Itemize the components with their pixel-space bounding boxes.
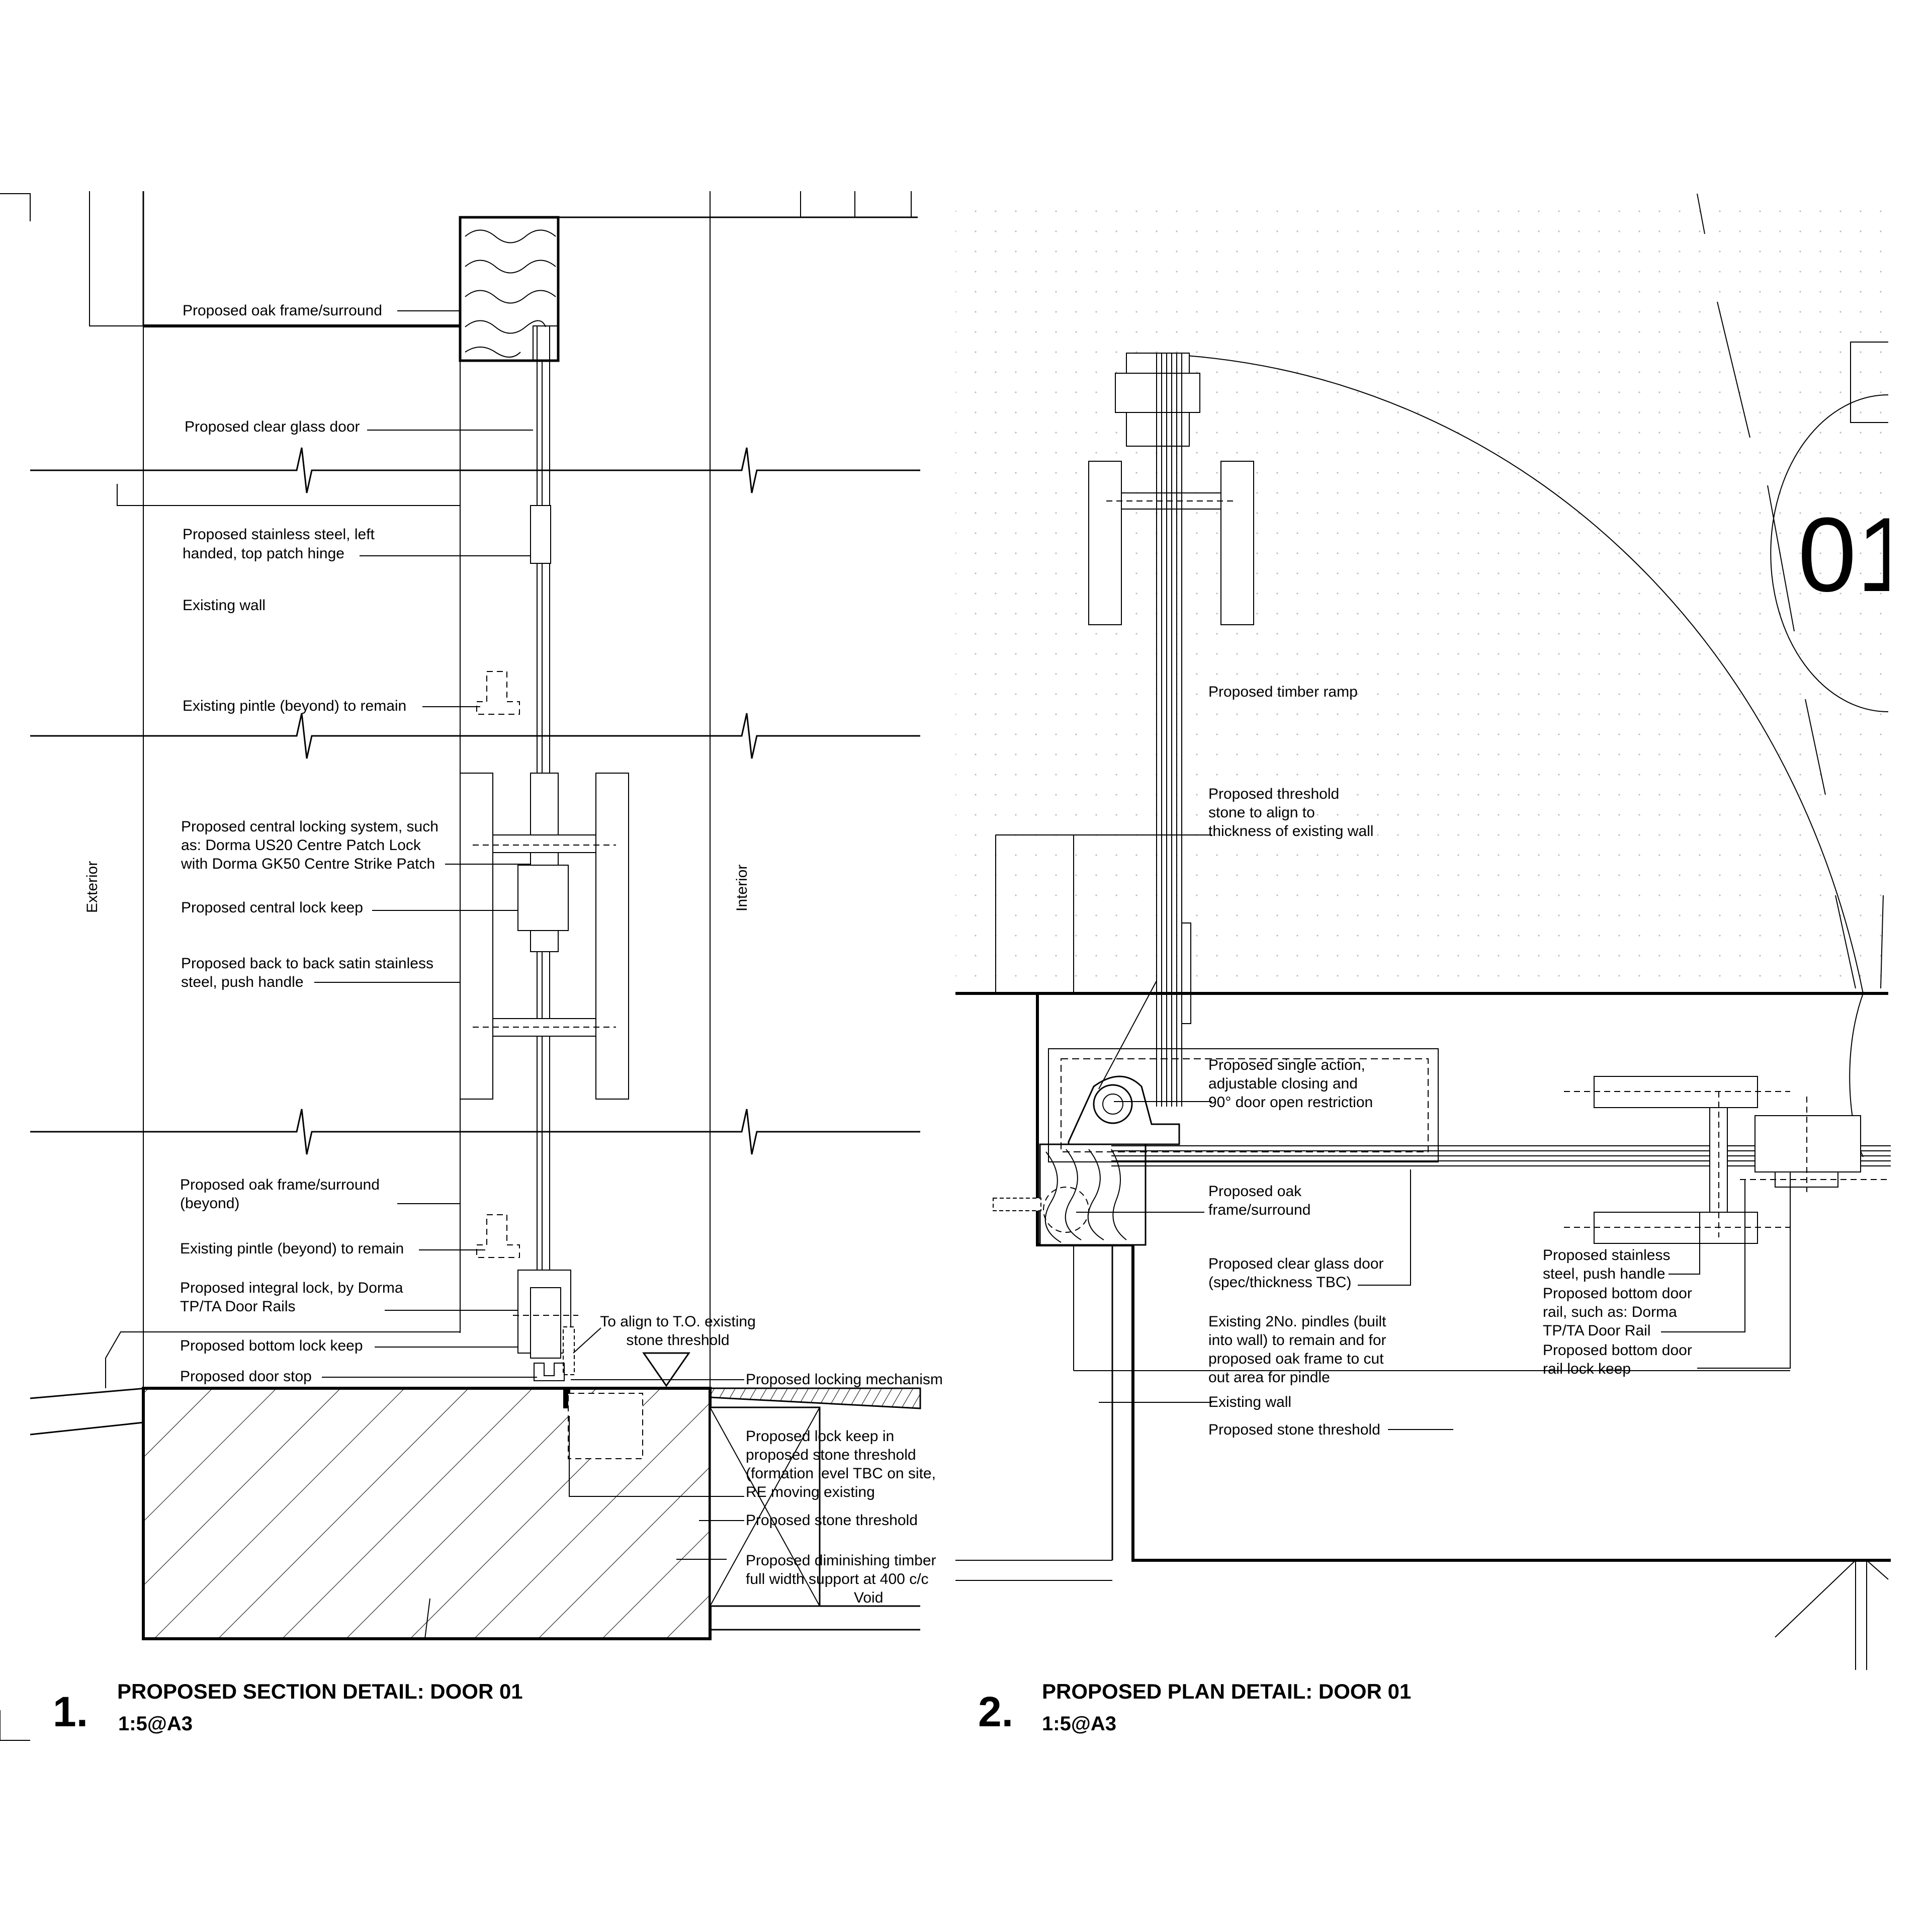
- section-note: Proposed locking mechanism: [746, 1371, 943, 1388]
- interior-label: Interior: [734, 865, 750, 911]
- section-note: handed, top patch hinge: [183, 545, 344, 562]
- plan-note: Proposed clear glass door: [1208, 1255, 1384, 1272]
- plan-note: Proposed bottom door: [1543, 1342, 1692, 1359]
- section-note: steel, push handle: [181, 974, 304, 990]
- section-title: PROPOSED SECTION DETAIL: DOOR 01: [117, 1679, 523, 1703]
- section-number: 1.: [53, 1688, 88, 1735]
- plan-notes: Proposed timber ramp Proposed threshold …: [1208, 684, 1692, 1438]
- section-note: To align to T.O. existing: [600, 1313, 756, 1330]
- plan-scale: 1:5@A3: [1042, 1713, 1116, 1735]
- plan-note: out area for pindle: [1208, 1369, 1330, 1386]
- section-note: with Dorma GK50 Centre Strike Patch: [181, 856, 435, 872]
- section-note: RE moving existing: [746, 1484, 875, 1500]
- section-note: Proposed stainless steel, left: [183, 526, 375, 543]
- plan-note: Proposed stainless: [1543, 1247, 1670, 1264]
- plan-note: stone to align to: [1208, 804, 1315, 821]
- section-note: Proposed stone threshold: [746, 1512, 918, 1529]
- section-note: Existing pintle (beyond) to remain: [180, 1240, 404, 1257]
- plan-note: Proposed threshold: [1208, 786, 1339, 802]
- plan-note: adjustable closing and: [1208, 1075, 1358, 1092]
- section-note: Proposed door stop: [180, 1368, 312, 1385]
- plan-note: TP/TA Door Rail: [1543, 1322, 1651, 1339]
- plan-note: frame/surround: [1208, 1202, 1310, 1218]
- section-note: Proposed integral lock, by Dorma: [180, 1280, 403, 1296]
- section-note: Proposed clear glass door: [185, 418, 360, 435]
- plan-note: Proposed bottom door: [1543, 1285, 1692, 1302]
- section-note: TP/TA Door Rails: [180, 1298, 296, 1315]
- plan-title: PROPOSED PLAN DETAIL: DOOR 01: [1042, 1679, 1411, 1703]
- plan-note: proposed oak frame to cut: [1208, 1351, 1384, 1367]
- section-note: Proposed oak frame/surround: [183, 302, 382, 319]
- plan-note: (spec/thickness TBC): [1208, 1274, 1352, 1291]
- section-scale: 1:5@A3: [118, 1713, 193, 1735]
- plan-note: steel, push handle: [1543, 1266, 1665, 1282]
- section-note: Proposed central lock keep: [181, 899, 363, 916]
- plan-note: Proposed stone threshold: [1208, 1421, 1380, 1438]
- section-note: Existing wall: [183, 597, 266, 614]
- section-note: full width support at 400 c/c: [746, 1571, 929, 1587]
- plan-note: Existing 2No. pindles (built: [1208, 1313, 1386, 1330]
- plan-note: thickness of existing wall: [1208, 823, 1373, 839]
- plan-number: 2.: [978, 1688, 1013, 1735]
- plan-note: Existing wall: [1208, 1394, 1291, 1410]
- section-note: stone threshold: [626, 1332, 729, 1349]
- section-note: Proposed lock keep in: [746, 1428, 894, 1445]
- section-note: Void: [854, 1589, 883, 1606]
- plan-note: rail lock keep: [1543, 1361, 1631, 1377]
- section-note: Proposed diminishing timber: [746, 1552, 936, 1569]
- section-note: as: Dorma US20 Centre Patch Lock: [181, 837, 421, 854]
- break-lines: [30, 447, 920, 1155]
- section-note: Proposed back to back satin stainless: [181, 955, 433, 972]
- plan-note: into wall) to remain and for: [1208, 1332, 1386, 1349]
- section-detail-drawing: [30, 191, 921, 1640]
- section-leaders: [314, 310, 744, 1639]
- section-note: Proposed bottom lock keep: [180, 1337, 363, 1354]
- sheet-border-marks: [0, 193, 31, 1741]
- exterior-label: Exterior: [84, 861, 101, 913]
- plan-detail-drawing: 01: [955, 191, 1931, 1700]
- section-note: Proposed central locking system, such: [181, 818, 438, 835]
- section-note: (beyond): [180, 1195, 239, 1212]
- plan-note: Proposed oak: [1208, 1183, 1302, 1200]
- plan-note: 90° door open restriction: [1208, 1094, 1373, 1111]
- section-note: Proposed oak frame/surround: [180, 1177, 380, 1193]
- plan-note: rail, such as: Dorma: [1543, 1304, 1677, 1320]
- plan-leaders: [1076, 1101, 1791, 1430]
- section-note: Existing pintle (beyond) to remain: [183, 698, 406, 714]
- plan-note: Proposed timber ramp: [1208, 684, 1358, 700]
- section-note: proposed stone threshold: [746, 1447, 916, 1463]
- section-note: (formation level TBC on site,: [746, 1465, 936, 1482]
- plan-note: Proposed single action,: [1208, 1057, 1365, 1073]
- oak-grain: [465, 229, 556, 358]
- section-notes: Proposed oak frame/surround Proposed cle…: [180, 302, 943, 1606]
